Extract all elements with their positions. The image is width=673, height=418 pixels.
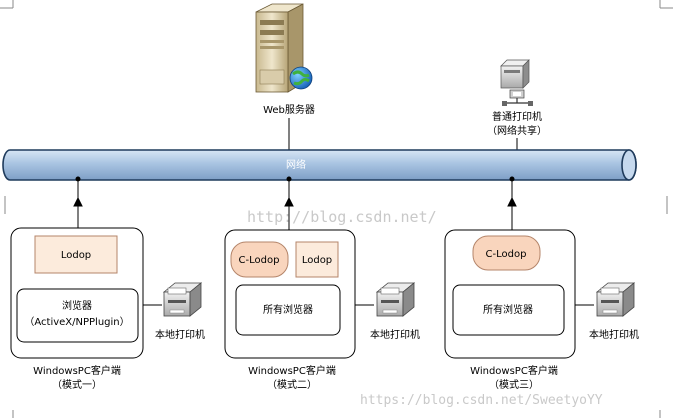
lodop-module-label: Lodop bbox=[302, 255, 332, 266]
printer-icon bbox=[162, 282, 203, 317]
client-mode: （模式三） bbox=[489, 378, 539, 391]
lodop-module bbox=[34, 235, 118, 274]
local-printer-label: 本地打印机 bbox=[370, 328, 420, 341]
client-mode-1: Lodop 浏览器 （ActiveX/NPPlugin） WindowsPC客户… bbox=[10, 227, 162, 391]
local-printer-label: 本地打印机 bbox=[155, 328, 205, 341]
lodop-module-label: Lodop bbox=[61, 250, 91, 261]
web-server: Web服务器 bbox=[255, 3, 315, 116]
client-name: WindowsPC客户端 bbox=[33, 364, 121, 377]
clodop-module-label: C-Lodop bbox=[239, 255, 280, 266]
shared-printer-label-1: 普通打印机 bbox=[492, 110, 542, 123]
browser-box bbox=[16, 288, 139, 343]
browser-label: 浏览器 bbox=[62, 299, 92, 312]
browser-label: 所有浏览器 bbox=[263, 303, 313, 316]
watermark-center: http://blog.csdn.net/ bbox=[247, 208, 437, 226]
top-connectors bbox=[288, 118, 518, 150]
local-printer-label: 本地打印机 bbox=[589, 328, 639, 341]
shared-printer-label-2: （网络共享） bbox=[487, 124, 547, 137]
browser-plugin-label: （ActiveX/NPPlugin） bbox=[24, 316, 129, 328]
globe-icon bbox=[289, 66, 313, 90]
shared-printer: 普通打印机 （网络共享） bbox=[487, 59, 547, 137]
browser-box bbox=[452, 284, 565, 336]
browser-label: 所有浏览器 bbox=[483, 303, 533, 316]
network-bus: 网络 bbox=[2, 149, 637, 181]
lodop-module bbox=[295, 241, 339, 278]
client-mode: （模式一） bbox=[52, 378, 102, 391]
local-printer-1: 本地打印机 bbox=[155, 282, 205, 341]
local-printer-3: 本地打印机 bbox=[589, 282, 639, 341]
clodop-module bbox=[472, 235, 541, 271]
watermark-bottom: https://blog.csdn.net/SweetyoYY bbox=[360, 393, 603, 408]
client-name: WindowsPC客户端 bbox=[248, 364, 336, 377]
client-connectors bbox=[73, 176, 517, 230]
client-mode: （模式二） bbox=[267, 378, 317, 391]
clodop-module bbox=[230, 241, 289, 278]
client-mode-3: C-Lodop 所有浏览器 WindowsPC客户端 （模式三） bbox=[444, 229, 594, 391]
network-label: 网络 bbox=[286, 158, 306, 171]
web-server-label: Web服务器 bbox=[263, 103, 315, 116]
networked-printer-icon bbox=[500, 59, 533, 106]
printer-icon bbox=[595, 282, 636, 317]
clodop-module-label: C-Lodop bbox=[486, 249, 527, 260]
client-name: WindowsPC客户端 bbox=[470, 364, 558, 377]
browser-box bbox=[235, 284, 341, 336]
local-printer-2: 本地打印机 bbox=[370, 282, 420, 341]
printer-icon bbox=[375, 282, 416, 317]
client-mode-2: C-Lodop Lodop 所有浏览器 WindowsPC客户端 （模式二） bbox=[224, 229, 374, 391]
